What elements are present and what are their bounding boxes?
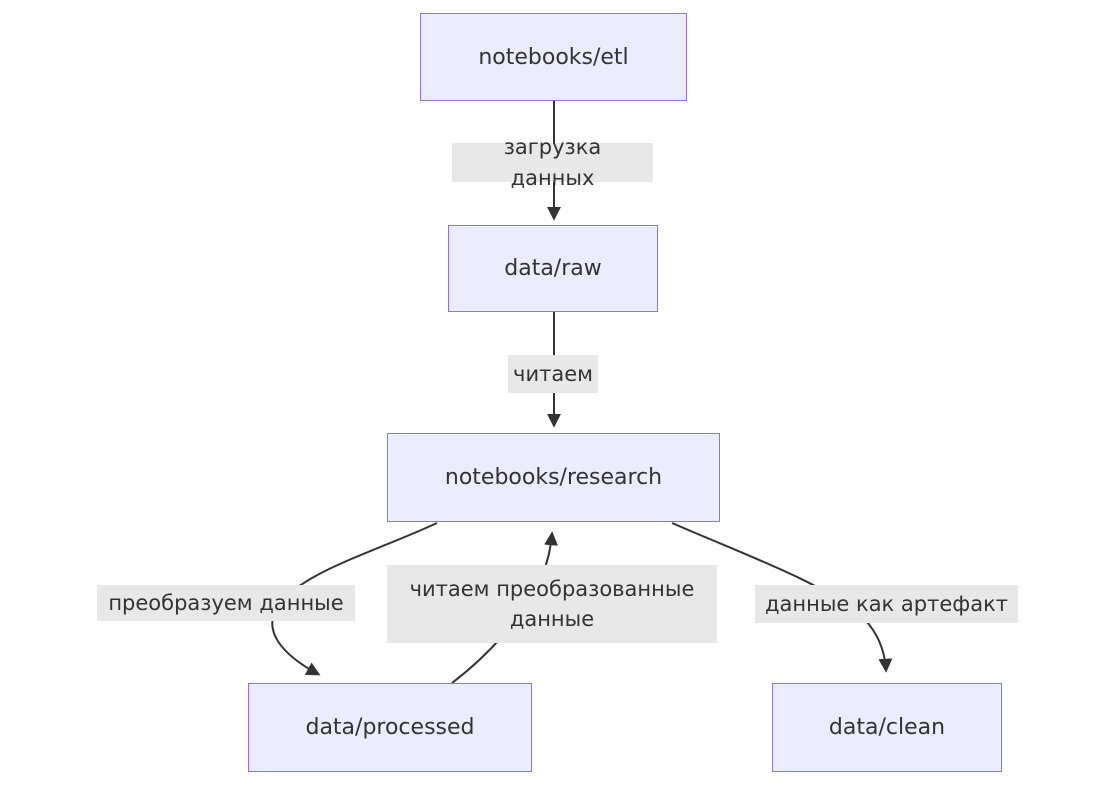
node-label: notebooks/etl (478, 44, 629, 70)
node-label: notebooks/research (444, 465, 663, 490)
edge-label-text: данные как артефакт (764, 591, 1009, 616)
node-data-clean: data/clean (772, 683, 1002, 772)
node-notebooks-research: notebooks/research (387, 433, 720, 522)
node-data-processed: data/processed (248, 683, 532, 772)
edge-label-transform-data: преобразуем данные (97, 585, 355, 621)
edge-label-text: преобразуем данные (108, 590, 344, 615)
edge-label-read: читаем (508, 355, 598, 393)
edge-label-read-transformed-data: читаем преобразованные данные (387, 565, 717, 643)
node-label: data/clean (828, 715, 946, 740)
edge-label-text: загрузка данных (503, 135, 602, 190)
node-label: data/raw (504, 256, 602, 281)
edge-label-load-data: загрузка данных (452, 135, 653, 190)
node-label: data/processed (305, 715, 475, 740)
edge-label-data-as-artifact: данные как артефакт (755, 585, 1018, 623)
node-data-raw: data/raw (448, 225, 658, 312)
node-notebooks-etl: notebooks/etl (420, 13, 687, 101)
edge-label-text: читаем (513, 361, 593, 386)
edge-label-text: читаем преобразованные данные (409, 576, 695, 631)
